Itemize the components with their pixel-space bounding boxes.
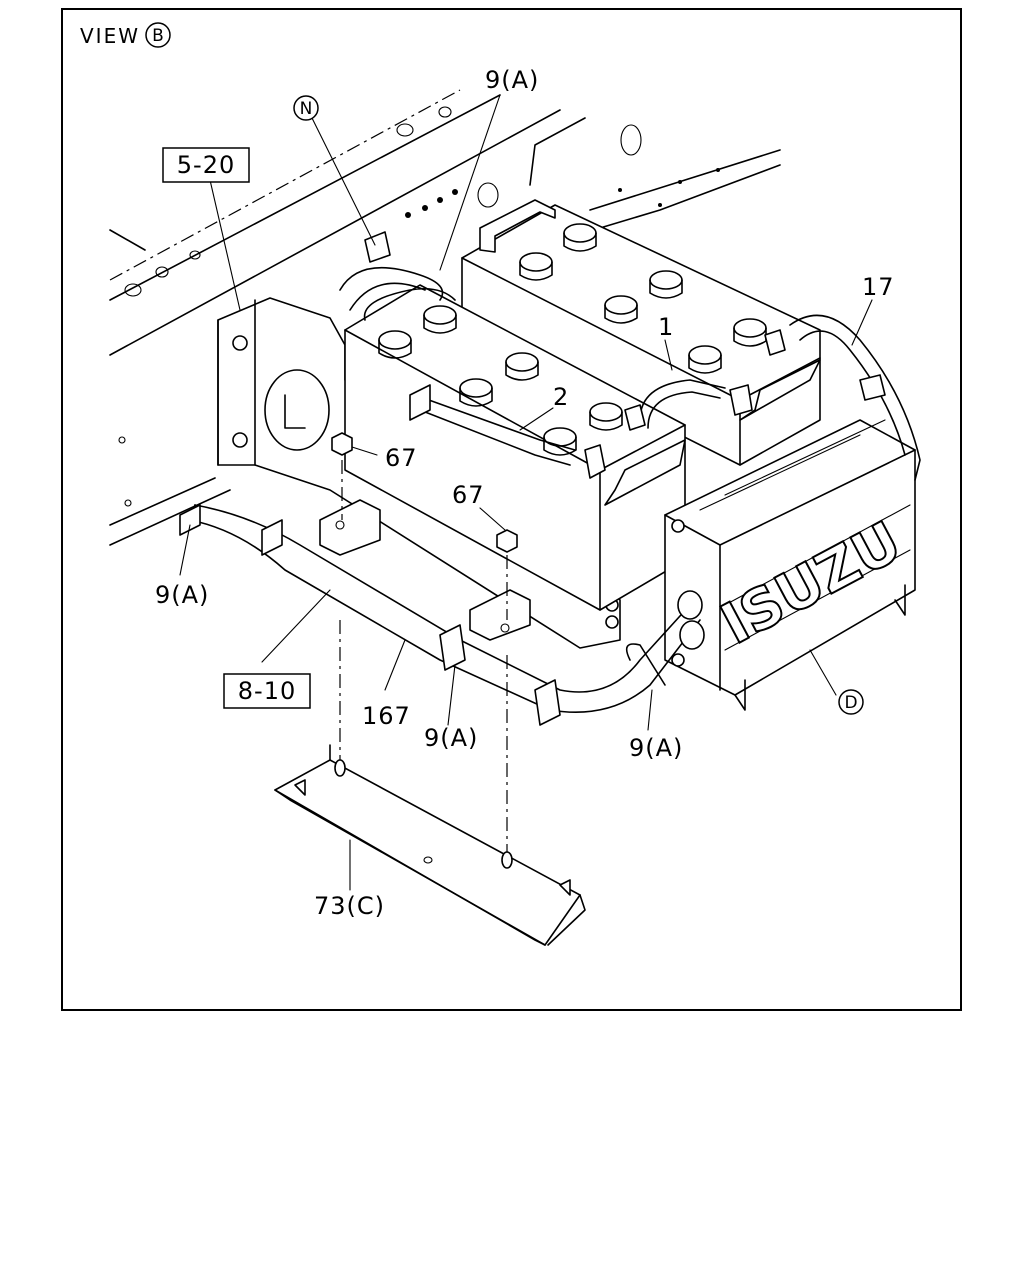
view-label: VIEW B — [80, 22, 171, 48]
diagram-frame — [61, 8, 962, 1011]
view-title: VIEW — [80, 24, 140, 48]
nuts — [331, 432, 518, 620]
callout-d-text: D — [844, 693, 857, 713]
cover-plate — [274, 620, 586, 946]
frame-rails — [109, 89, 781, 546]
label-1: 1 — [658, 313, 674, 341]
label-67-mid: 67 — [452, 481, 485, 509]
label-73c: 73(C) — [314, 892, 385, 920]
ref-5-20-text: 5-20 — [177, 151, 235, 179]
label-9a-top: 9(A) — [485, 66, 539, 94]
callout-n: N — [293, 95, 319, 121]
view-circle — [145, 22, 171, 48]
label-9a-mid: 9(A) — [424, 724, 478, 752]
label-2: 2 — [553, 383, 569, 411]
ref-box-8-10[interactable]: 8-10 — [223, 673, 311, 709]
view-letter: B — [152, 26, 164, 46]
ref-box-5-20[interactable]: 5-20 — [162, 147, 250, 183]
battery-cover: ISUZU — [664, 419, 916, 711]
cables — [179, 231, 921, 726]
label-67-left: 67 — [385, 444, 418, 472]
ref-8-10-text: 8-10 — [238, 677, 296, 705]
leader-lines — [179, 94, 873, 891]
battery-rear — [461, 199, 821, 466]
label-9a-left: 9(A) — [155, 581, 209, 609]
label-17: 17 — [862, 273, 895, 301]
label-9a-right: 9(A) — [629, 734, 683, 762]
callout-d: D — [838, 689, 864, 715]
label-167: 167 — [362, 702, 411, 730]
callout-n-text: N — [300, 99, 313, 119]
